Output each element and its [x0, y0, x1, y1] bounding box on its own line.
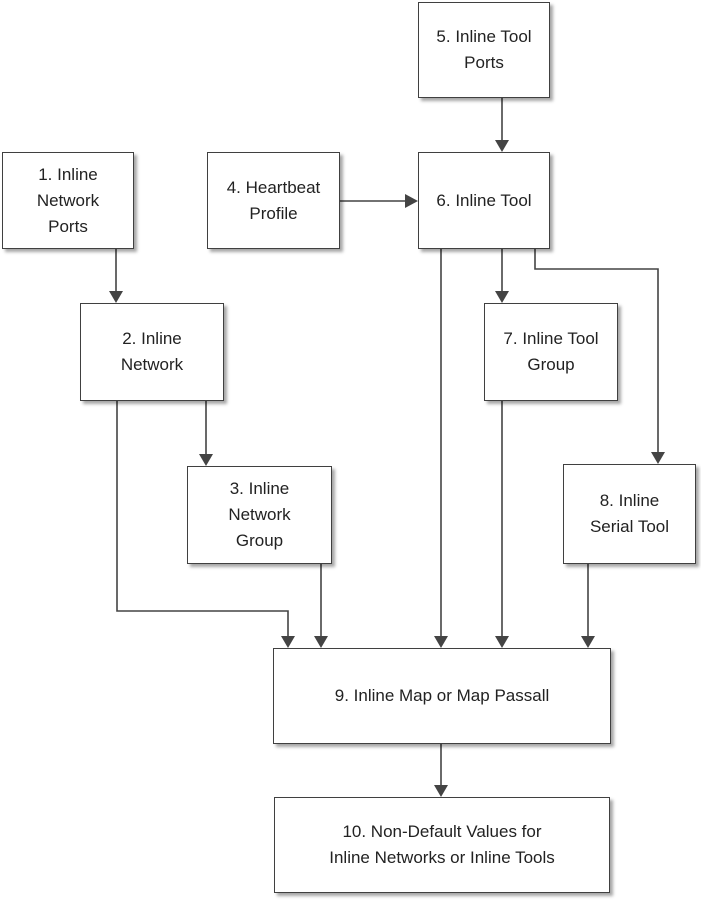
node-inline-tool-ports[interactable]: 5. Inline Tool Ports: [418, 2, 550, 98]
node-non-default-values[interactable]: 10. Non-Default Values for Inline Networ…: [274, 797, 610, 893]
arrowhead-n3-top: [199, 454, 213, 466]
node-label: 2. Inline Network: [120, 329, 184, 374]
edge-n6-n8: [534, 249, 659, 452]
node-label: 6. Inline Tool: [436, 190, 532, 210]
node-label: 8. Inline Serial Tool: [589, 491, 670, 536]
node-inline-tool[interactable]: 6. Inline Tool: [418, 152, 550, 249]
arrowhead-n10-top: [434, 785, 448, 797]
node-label: 7. Inline Tool Group: [503, 329, 599, 374]
arrowhead-n7-top: [495, 291, 509, 303]
edge-n2-n9: [116, 401, 289, 636]
node-inline-network[interactable]: 2. Inline Network: [80, 303, 224, 401]
arrowhead-n6-left: [405, 194, 418, 208]
node-label: 5. Inline Tool Ports: [436, 27, 532, 72]
node-heartbeat-profile[interactable]: 4. Heartbeat Profile: [207, 152, 340, 249]
node-label: 10. Non-Default Values for Inline Networ…: [329, 822, 555, 867]
node-label: 9. Inline Map or Map Passall: [334, 686, 550, 705]
node-inline-tool-group[interactable]: 7. Inline Tool Group: [484, 303, 618, 401]
node-inline-map[interactable]: 9. Inline Map or Map Passall: [273, 648, 611, 744]
node-inline-network-group[interactable]: 3. Inline Network Group: [187, 466, 332, 564]
arrowhead-n9-c: [434, 636, 448, 648]
arrowhead-n9-e: [581, 636, 595, 648]
node-inline-serial-tool[interactable]: 8. Inline Serial Tool: [563, 464, 696, 564]
node-label: 1. Inline Network Ports: [36, 164, 100, 236]
node-label: 3. Inline Network Group: [228, 479, 291, 550]
node-label: 4. Heartbeat Profile: [226, 177, 321, 223]
arrowhead-n8-top: [651, 452, 665, 464]
arrowhead-n9-d: [495, 636, 509, 648]
node-inline-network-ports[interactable]: 1. Inline Network Ports: [2, 152, 134, 249]
arrowhead-n9-a: [281, 636, 295, 648]
arrowhead-n9-b: [314, 636, 328, 648]
arrowhead-n2-top: [109, 291, 123, 303]
arrowhead-n6-top: [495, 140, 509, 152]
